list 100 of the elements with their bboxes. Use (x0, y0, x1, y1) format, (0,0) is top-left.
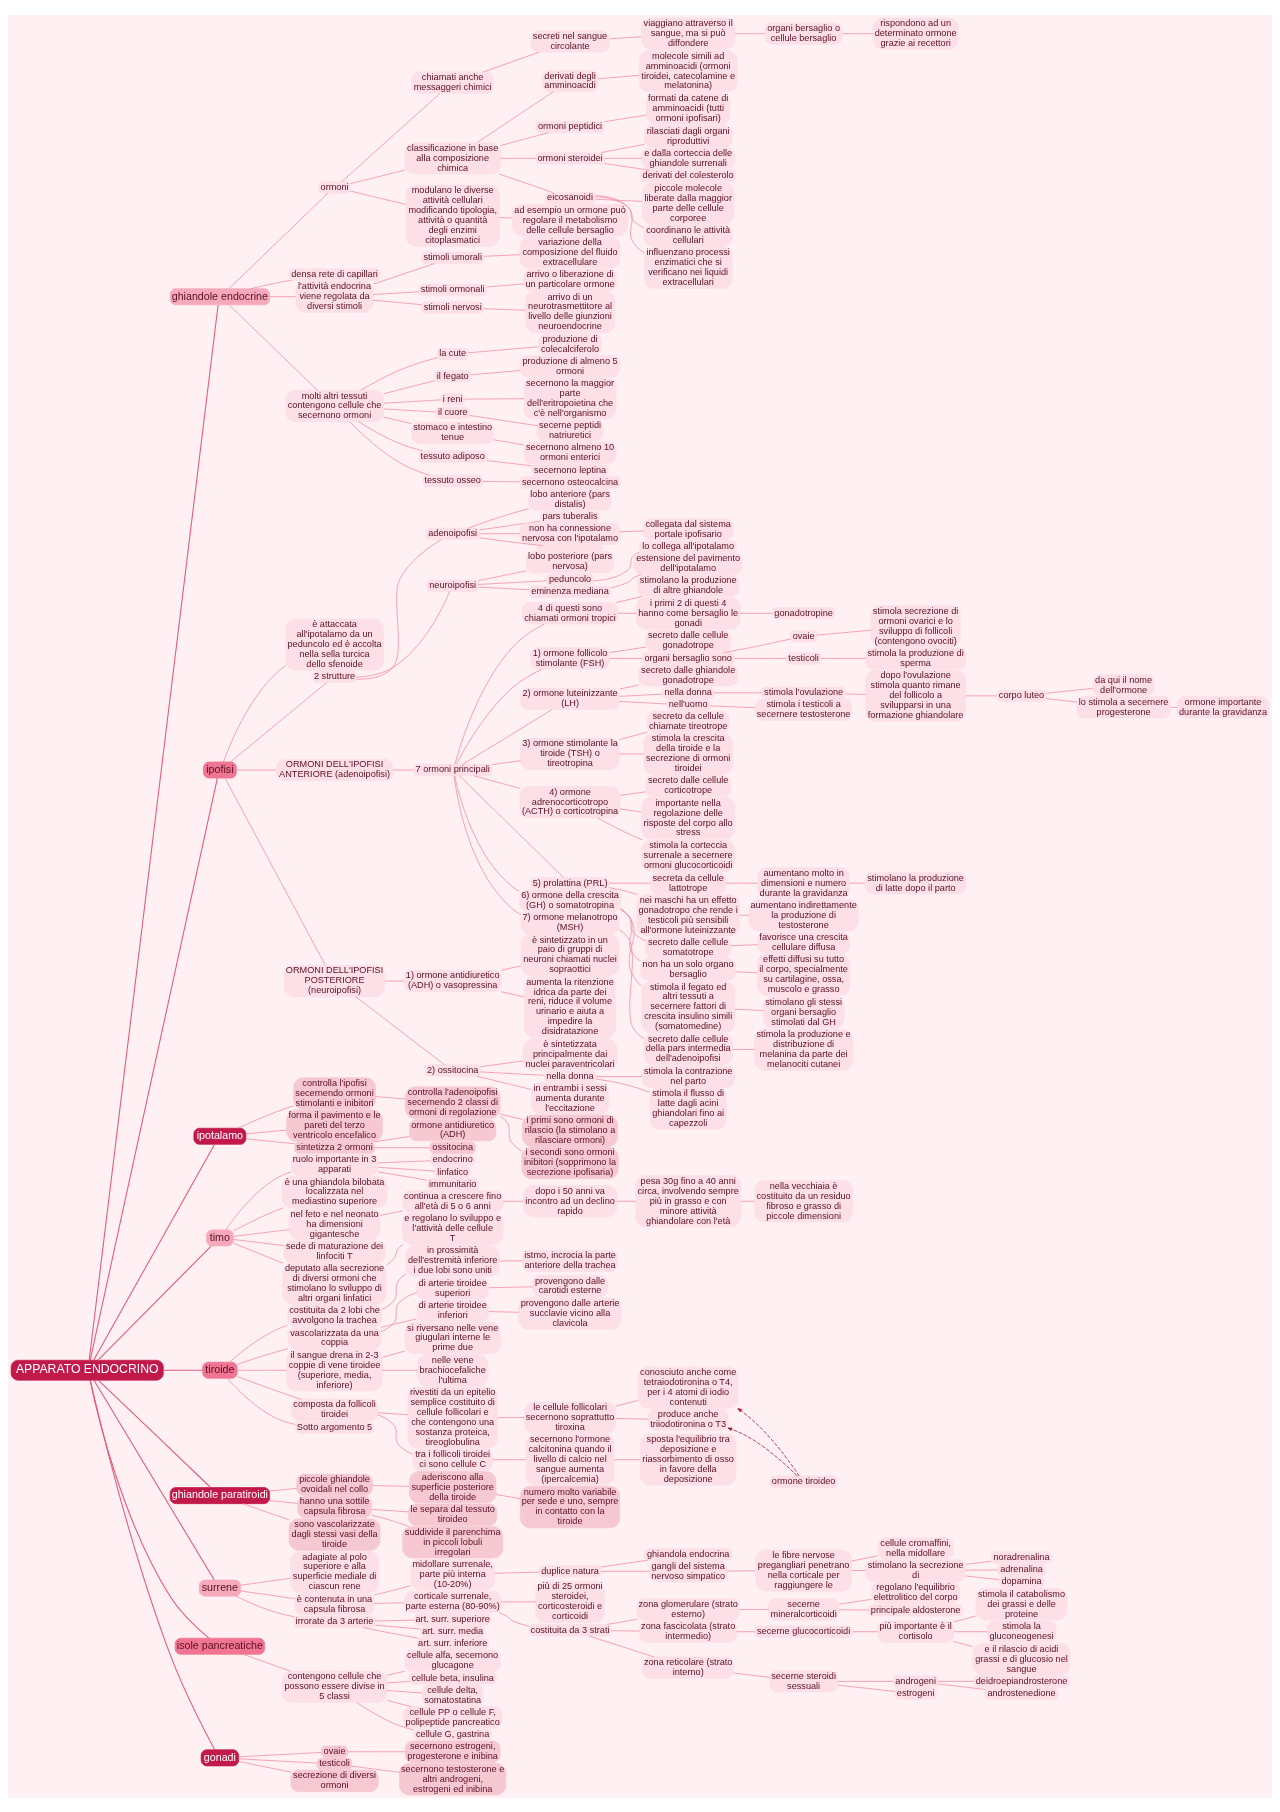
node-box: midollare surrenale, parte più interna (10-20%) (410, 1557, 496, 1590)
connector (500, 157, 536, 159)
connector (486, 459, 533, 466)
node-box: costituita da 3 strati (528, 1623, 612, 1636)
node-box: stimolano la produzione di latte dopo il parto (864, 871, 967, 894)
node-box: neuroipofisi (426, 579, 479, 592)
connector (386, 1699, 412, 1707)
node-box: il fegato (434, 369, 472, 382)
connector (362, 1626, 419, 1639)
node-box: secreto dalle ghiandole gonadotrope (638, 663, 738, 686)
connector (377, 1166, 436, 1171)
connector (383, 379, 435, 394)
connector (603, 114, 647, 122)
connector (238, 1751, 322, 1757)
node-box: stimola il fegato ed altri tessuti a secernere fattori di crescita insulino simili (somatomedine) (641, 980, 736, 1033)
connector (499, 1260, 523, 1261)
connector (370, 1514, 410, 1527)
connector (620, 907, 642, 986)
connector (341, 92, 441, 182)
node-box: nella vecchiaia è costituito da un residuo fibroso e grasso di piccole dimensioni (754, 1179, 853, 1222)
node-box: eminenza mediana (528, 585, 612, 598)
connector (355, 995, 445, 1065)
connector (360, 356, 438, 391)
connector (495, 1493, 521, 1499)
connector (237, 1104, 294, 1129)
connector (373, 1135, 410, 1142)
connector (820, 657, 866, 659)
node-box: 5) prolattina (PRL) (530, 876, 610, 889)
connector (468, 507, 530, 528)
node-box: molti altri tessuti contengono cellule che secernono ormoni (285, 389, 384, 422)
node-box: stomaco e intestino tenue (411, 421, 494, 444)
node-box: lo stimola a secernere progesterone (1076, 695, 1171, 718)
connector (499, 216, 513, 218)
node-box: endocrino (430, 1153, 476, 1166)
node-box: tra i follicoli tiroidei ci sono cellule C (412, 1448, 493, 1471)
node-box: il cuore (435, 406, 470, 419)
node-box: non ha un solo organo bersaglio (640, 958, 736, 981)
node-box-text: ORMONI DELL'IPOFISI POSTERIORE (neuroipofisi) (284, 964, 385, 997)
node-box: ovaie (321, 1745, 348, 1758)
node-box: più importante è il cortisolo (877, 1620, 954, 1643)
connector (479, 536, 544, 546)
connector (595, 1078, 651, 1093)
connector (837, 1684, 896, 1692)
connector (619, 808, 642, 812)
connector (358, 420, 423, 451)
connector (726, 1569, 757, 1571)
connector (965, 695, 998, 696)
node-box: 1) ormone antidiuretico (ADH) o vasopressina (403, 969, 502, 992)
connector (371, 1508, 409, 1512)
arrow (737, 1407, 800, 1476)
connector (375, 1095, 406, 1099)
node-box: provengono dalle arterie succlavie vicino alla clavicola (518, 1297, 622, 1330)
connector (483, 307, 526, 311)
node-box (536, 544, 604, 551)
connector (739, 1608, 769, 1610)
connector (456, 668, 543, 764)
arrow (727, 1427, 798, 1476)
node-box: androstenedione (984, 1687, 1059, 1700)
connector (235, 1595, 295, 1617)
node-box-text: zona fascicolata (strato intermedio) (639, 1620, 738, 1643)
connector (479, 1071, 545, 1076)
connector (384, 980, 405, 981)
connector (588, 1635, 655, 1657)
node-box: stimola la produzione di sperma (865, 646, 967, 669)
connector (595, 1075, 643, 1077)
connector (610, 573, 642, 588)
connector (499, 1113, 523, 1120)
node-box: sposta l'equilibrio tra deposizione e riassorbimento di osso in favore della deposizione (640, 1433, 737, 1486)
connector (613, 1458, 641, 1460)
node-box: ghiandola endocrina (644, 1547, 733, 1561)
node-box: 4 di questi sono chiamati ormoni tropici (521, 601, 619, 624)
node-box: nella donna (543, 1070, 597, 1083)
connector (385, 1243, 404, 1266)
connector (617, 612, 637, 614)
connector (386, 1680, 410, 1683)
node-box: pesa 30g fino a 40 anni circa, involvendo sempre più in grasso e con minore attività ghiandolare con l'età (635, 1174, 741, 1227)
connector (608, 882, 651, 884)
connector (732, 1048, 755, 1050)
node-box: i primi sono ormoni di rilascio (la stimolano a rilasciare ormoni) (522, 1114, 618, 1147)
connector (479, 520, 541, 530)
node-box-text: lobo posteriore (pars nervosa) (526, 550, 614, 573)
connector (610, 1629, 640, 1631)
connector (269, 295, 297, 297)
node-box: secreti nel sangue circolante (530, 29, 610, 52)
connector (837, 1680, 894, 1682)
connector (454, 775, 520, 892)
node-box: cellule PP o cellule F, polipeptide pancreatico (403, 1705, 503, 1728)
connector (619, 693, 663, 697)
connector (619, 684, 640, 689)
connector (965, 1569, 999, 1571)
node-box: sintetizza 2 ormoni (294, 1141, 375, 1154)
connector (730, 943, 758, 946)
connector (619, 753, 645, 754)
node-box: ovaie (790, 629, 817, 642)
connector (242, 1502, 290, 1520)
connector (498, 173, 553, 193)
connector (709, 705, 756, 708)
connector (604, 157, 643, 159)
connector (482, 480, 521, 482)
node-box: tiroide (202, 1361, 238, 1379)
